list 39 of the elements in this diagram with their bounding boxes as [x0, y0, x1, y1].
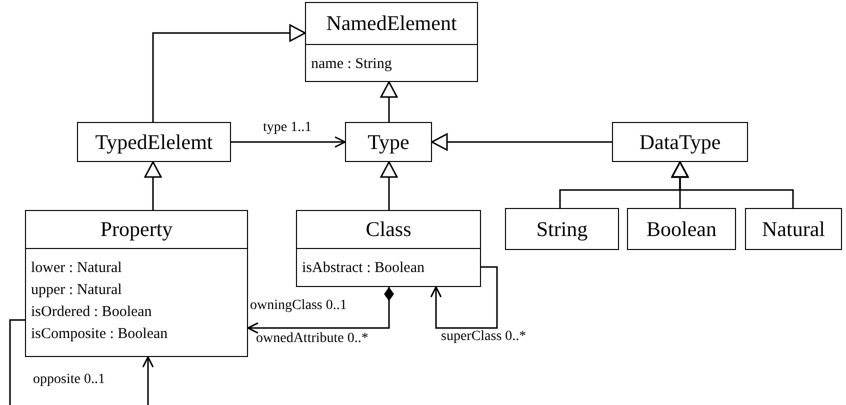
attribute-text: name : String [311, 55, 393, 74]
class-box [612, 122, 748, 162]
association-arrow [430, 266, 498, 329]
class-box [505, 208, 619, 250]
edge-label: ownedAttribute 0..* [256, 332, 368, 346]
class-name: String [536, 218, 588, 240]
class-box [77, 122, 231, 162]
class-box [627, 208, 736, 250]
edge-label: type 1..1 [263, 121, 312, 135]
attribute-text: isOrdered : Boolean [31, 303, 153, 322]
attribute-text: lower : Natural [31, 259, 123, 278]
role-label: owningClass 0..1 [250, 299, 347, 313]
association-arrow [231, 136, 346, 148]
class-name: Property [100, 219, 173, 240]
edge-label: superClass 0..* [441, 330, 526, 344]
generalization-arrow [144, 161, 162, 210]
generalization-arrow [431, 133, 612, 151]
class-name: NamedElement [326, 13, 457, 34]
class-name: Class [366, 219, 412, 240]
class-name: Boolean [646, 218, 716, 240]
generalization-arrow [671, 161, 794, 208]
class-name: Type [368, 132, 410, 152]
association-arrow [247, 287, 394, 334]
class-name: DataType [639, 132, 721, 152]
generalization-arrow [380, 161, 398, 210]
class-name: Natural [762, 218, 825, 240]
generalization-arrow [380, 81, 398, 122]
attribute-text: upper : Natural [31, 281, 123, 300]
edge-label: opposite 0..1 [33, 373, 105, 387]
attribute-text: isAbstract : Boolean [302, 259, 426, 278]
class-box [345, 122, 432, 162]
class-box [305, 2, 478, 82]
attribute-text: isComposite : Boolean [31, 325, 169, 344]
association-arrow [9, 319, 154, 405]
class-box [296, 210, 481, 287]
generalization-arrow [152, 24, 306, 122]
class-box [745, 208, 842, 250]
class-box [25, 210, 248, 357]
class-name: TypedElelemt [95, 132, 213, 152]
